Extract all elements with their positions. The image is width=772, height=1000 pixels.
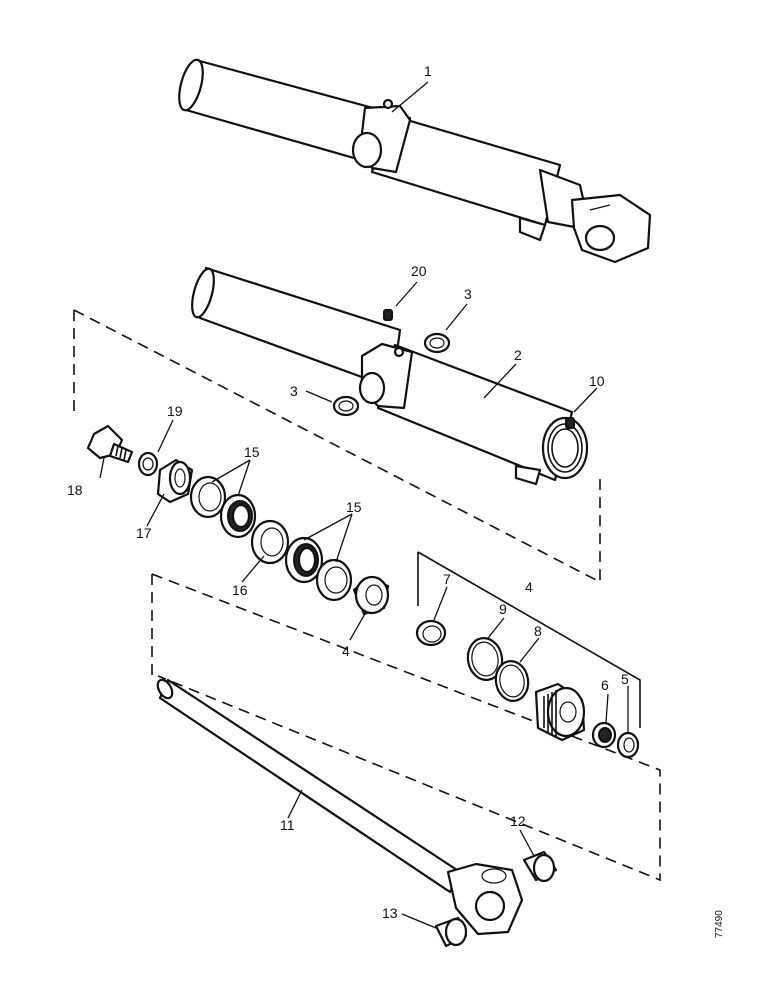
bush-12 <box>522 850 558 883</box>
piston-subassembly-bracket <box>417 551 641 728</box>
callout-2: 2 <box>514 347 522 363</box>
bush-13 <box>434 916 468 948</box>
piston-rod <box>156 678 524 936</box>
callout-15-lower: 15 <box>346 499 362 515</box>
callout-15-upper: 15 <box>244 444 260 460</box>
spacer-17 <box>156 458 194 504</box>
seal-ring-15d <box>315 558 353 602</box>
locknut-6 <box>591 721 617 749</box>
callout-10: 10 <box>589 373 605 389</box>
seal-ring-16 <box>250 519 290 565</box>
callout-1: 1 <box>424 63 432 79</box>
callout-5: 5 <box>621 671 629 687</box>
cylinder-barrel <box>191 266 589 486</box>
callout-17: 17 <box>136 525 152 541</box>
grease-nipple <box>383 309 393 321</box>
callout-16: 16 <box>232 582 248 598</box>
callout-3-lower: 3 <box>290 383 298 399</box>
callout-4-gland: 4 <box>342 643 350 659</box>
callout-7: 7 <box>443 571 451 587</box>
callout-6: 6 <box>601 677 609 693</box>
piston <box>534 682 586 742</box>
callout-19: 19 <box>167 403 183 419</box>
callouts: 1 20 3 2 3 10 19 15 18 15 17 7 4 16 9 8 … <box>67 63 629 921</box>
callout-11: 11 <box>280 817 295 833</box>
o-ring-9 <box>466 637 504 681</box>
seal-ring-15a <box>189 475 227 519</box>
bush-lower <box>332 395 360 417</box>
callout-12: 12 <box>510 813 526 829</box>
bush-upper <box>423 332 451 354</box>
bearing-ring-7 <box>415 619 447 647</box>
grease-nipple-rear <box>565 417 575 429</box>
washer-19 <box>137 451 159 477</box>
lower-assembly-boundary <box>151 573 661 882</box>
callout-4-bracket: 4 <box>525 579 533 595</box>
washer-5 <box>616 731 640 759</box>
callout-20: 20 <box>411 263 427 279</box>
seal-ring-15c <box>284 536 324 584</box>
seal-ring-15b <box>219 493 257 539</box>
callout-13: 13 <box>382 905 398 921</box>
callout-9: 9 <box>499 601 507 617</box>
callout-3-upper: 3 <box>464 286 472 302</box>
upper-assembly-boundary <box>73 309 601 584</box>
leader-lines <box>99 81 629 929</box>
drawing-reference-number: 77490 <box>714 910 725 938</box>
callout-8: 8 <box>534 623 542 639</box>
backup-ring-8 <box>494 660 530 702</box>
gland-4 <box>352 575 390 616</box>
callout-18: 18 <box>67 482 83 498</box>
assembled-ram <box>178 58 652 264</box>
bolt <box>86 424 134 464</box>
